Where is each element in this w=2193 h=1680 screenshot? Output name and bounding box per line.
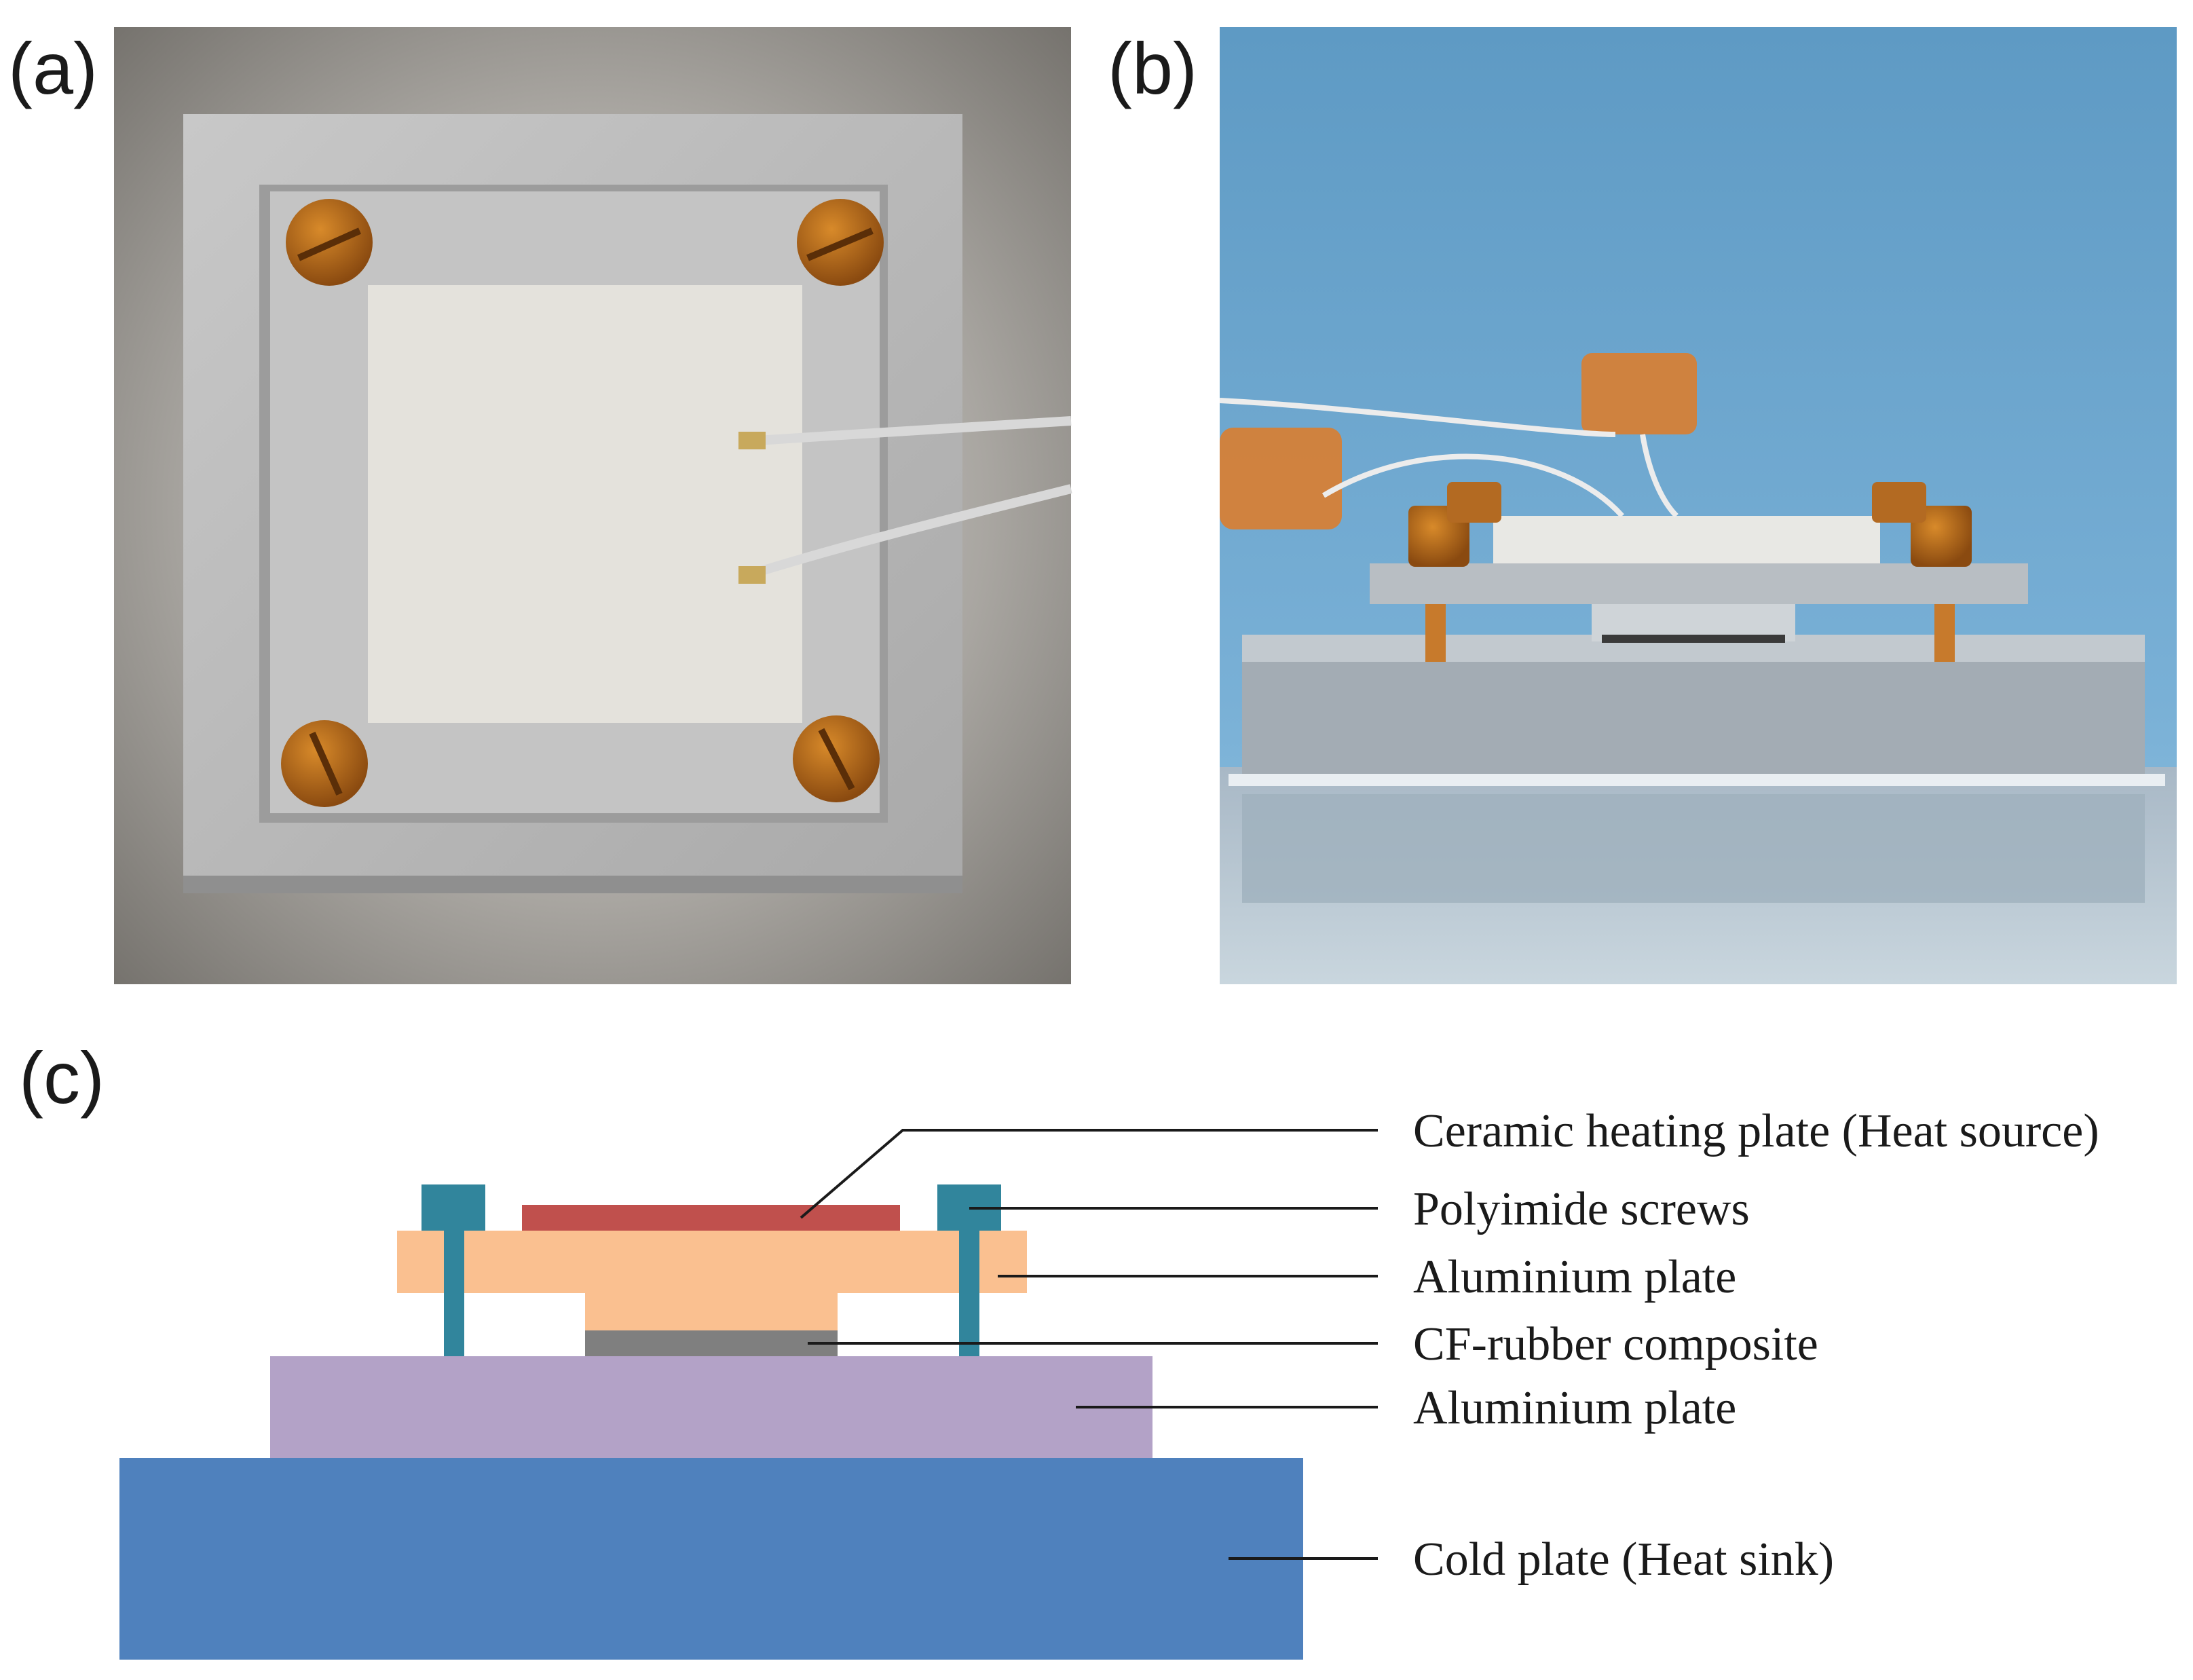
label-upper-plate: Aluminium plate (1413, 1251, 1736, 1303)
lower-aluminium-layer (270, 1356, 1152, 1458)
cold-plate-layer (119, 1458, 1303, 1660)
label-screws: Polyimide screws (1413, 1183, 1750, 1235)
connector-icon (1581, 353, 1697, 434)
screw-icon (793, 715, 880, 802)
leader-line-heating-plate (800, 1129, 1378, 1219)
ceramic-plate (368, 285, 802, 723)
cf-rubber-composite-layer (585, 1330, 838, 1356)
label-heating-plate: Ceramic heating plate (Heat source) (1413, 1105, 2099, 1157)
screw-icon (797, 199, 884, 286)
label-composite: CF-rubber composite (1413, 1318, 1818, 1370)
ceramic-heating-plate-layer (522, 1205, 900, 1231)
panel-b-photo (1219, 27, 2177, 984)
ceramic-plate-side (1493, 516, 1880, 563)
screw-icon (286, 199, 373, 286)
panel-a-label: (a) (8, 27, 98, 109)
screw-icon (281, 720, 368, 807)
label-lower-plate: Aluminium plate (1413, 1382, 1736, 1434)
panel-b-label: (b) (1108, 27, 1197, 109)
label-cold-plate: Cold plate (Heat sink) (1413, 1533, 1834, 1586)
polyimide-screw (421, 1184, 485, 1356)
upper-aluminium-layer (397, 1231, 1027, 1293)
upper-aluminium-step (585, 1293, 838, 1330)
connector-icon (1220, 428, 1342, 529)
upper-plate (1370, 563, 2028, 604)
panel-a-photo (114, 27, 1072, 984)
panel-c-label: (c) (19, 1037, 105, 1119)
cross-section-diagram: Ceramic heating plate (Heat source) Poly… (119, 1105, 2099, 1660)
screw-icon (1911, 506, 1972, 567)
